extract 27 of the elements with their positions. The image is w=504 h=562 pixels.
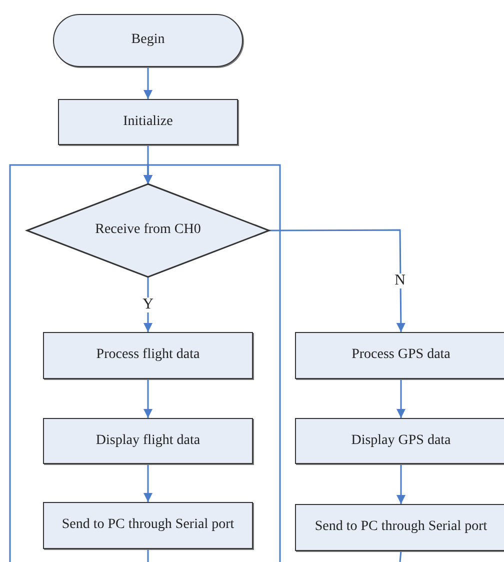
node-text: Begin bbox=[130, 32, 166, 49]
process-box bbox=[43, 502, 253, 549]
node-text: Send to PC through Serial port bbox=[314, 519, 488, 536]
connector-arrow bbox=[396, 464, 406, 504]
connector-arrow bbox=[269, 229, 406, 332]
process-box bbox=[295, 504, 504, 551]
process-box bbox=[58, 99, 238, 145]
terminal-pill bbox=[53, 14, 243, 67]
connector-arrow bbox=[144, 464, 152, 502]
node-text: Initialize bbox=[122, 114, 174, 130]
decision-diamond bbox=[27, 184, 269, 277]
node-text: Process flight data bbox=[95, 347, 201, 364]
node-text: Display flight data bbox=[94, 432, 202, 450]
node-text: Send to PC through Serial port bbox=[60, 517, 236, 534]
node-text: Process GPS data bbox=[350, 347, 452, 364]
edge-label: N bbox=[394, 274, 406, 288]
process-box bbox=[43, 332, 253, 379]
connector-arrow bbox=[396, 379, 406, 418]
node-text: Receive from CH0 bbox=[94, 222, 202, 239]
node-text: Display GPS data bbox=[350, 432, 452, 450]
connector-arrow bbox=[144, 164, 281, 562]
process-box bbox=[295, 418, 504, 464]
connector-arrow bbox=[144, 67, 152, 99]
process-box bbox=[43, 418, 253, 464]
connector-arrow bbox=[144, 379, 152, 418]
edge-label: Y bbox=[142, 298, 154, 312]
process-box bbox=[295, 332, 504, 379]
